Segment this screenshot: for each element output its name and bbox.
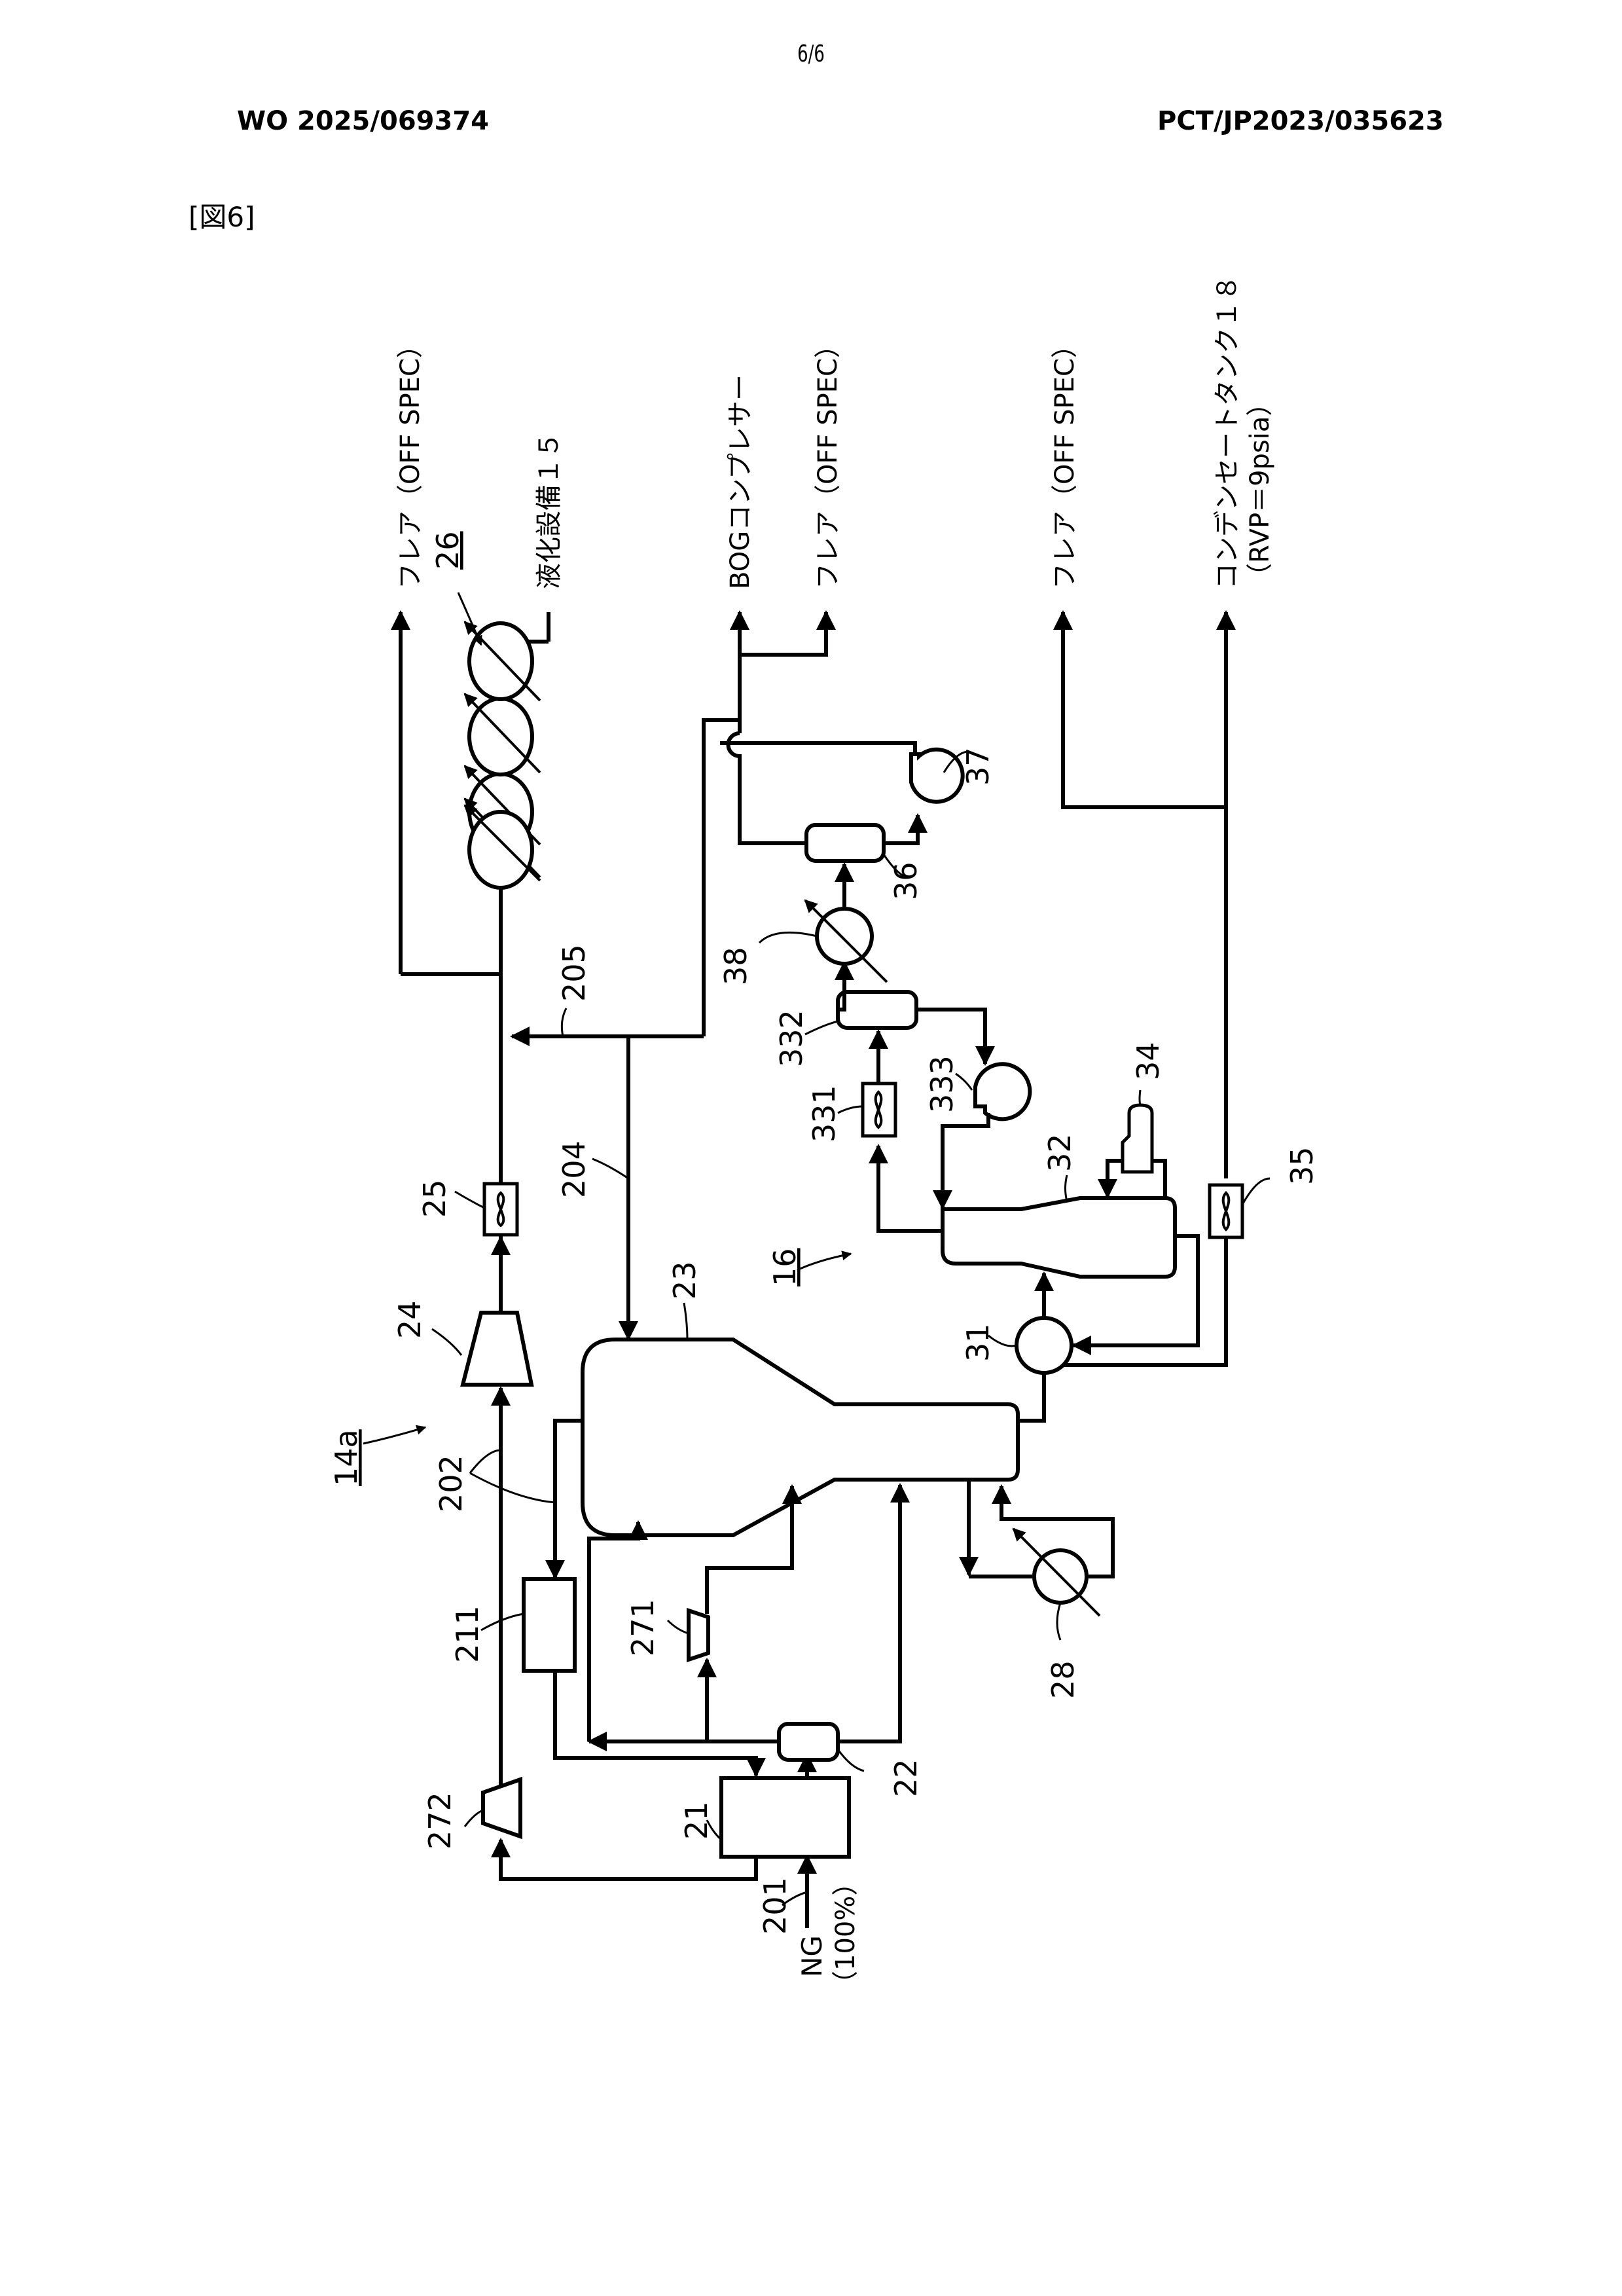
scrub-column-23: 23 (581, 1261, 1020, 1537)
stream-205-label: 205 (556, 944, 592, 1002)
exchanger-group-label: 26 (430, 531, 465, 570)
publication-number: WO 2025/069374 (237, 106, 489, 136)
flare-2-line (740, 610, 836, 657)
fan-331-icon (874, 1090, 883, 1129)
column-outline-icon (581, 1338, 1020, 1537)
reflux-drum-332-label: 332 (774, 1010, 809, 1067)
reflux-pump-333-label: 333 (924, 1055, 960, 1113)
application-number: PCT/JP2023/035623 (1157, 106, 1444, 136)
separator-22-icon (777, 1722, 840, 1762)
cooler-38-icon (815, 907, 874, 966)
outlet-lines (391, 610, 1236, 1178)
air-cooler-35-label: 35 (1284, 1146, 1320, 1185)
condensate-rvp-text: （RVP＝9psia） (1245, 390, 1275, 589)
flare-2-text: フレア（OFF SPEC） (813, 332, 843, 589)
cooler-38-label: 38 (718, 947, 753, 985)
reflux-pump-333-icon (973, 1062, 1032, 1121)
compressor-272-icon (481, 1776, 522, 1840)
pretreatment-unit-label: 21 (679, 1801, 714, 1840)
bog-compressor-text: BOGコンプレサー (725, 374, 755, 589)
figure-label: [図6] (189, 201, 255, 233)
air-cooler-25-label: 25 (417, 1179, 452, 1218)
stream-202-label: 202 (433, 1455, 469, 1512)
stabilizer-section: 31 32 35 34 331 332 (718, 731, 1320, 1423)
streams-204-205: 205 204 (499, 718, 742, 1341)
fan-icon (496, 1191, 505, 1228)
expander-271-icon (687, 1607, 710, 1663)
reboiler-28: 28 (959, 1480, 1115, 1699)
compressor-icon (460, 1311, 534, 1387)
expander-271-label: 271 (625, 1599, 660, 1656)
reboiler-34-icon (1121, 1103, 1154, 1174)
drum-36-icon (804, 823, 886, 863)
stabilizer-system-label: 16 (767, 1248, 802, 1286)
heat-exchanger-211-label: 211 (450, 1605, 485, 1663)
separator-22-label: 22 (888, 1758, 924, 1797)
exchanger-group-26: 26 (401, 531, 541, 976)
heat-exchanger-4-icon (467, 810, 534, 890)
fan-35-icon (1221, 1191, 1231, 1231)
condensate-tank-text: コンデンセートタンク１８ (1212, 275, 1242, 589)
feed-exchanger-31-label: 31 (960, 1323, 996, 1362)
air-cooler-331-label: 331 (806, 1085, 842, 1142)
compressor-272-label: 272 (422, 1792, 458, 1850)
flare-3-line (1053, 610, 1226, 809)
stabilizer-column-32-label: 32 (1042, 1133, 1077, 1172)
air-cooler-25: 25 (417, 1179, 519, 1313)
stream-204-label: 204 (556, 1140, 592, 1198)
pretreatment-system-label: 14a (329, 1429, 364, 1486)
stream-201-label: 201 (757, 1877, 793, 1935)
feed-fraction: （100%） (831, 1870, 861, 1997)
reboiler-28-label: 28 (1045, 1660, 1081, 1699)
heat-exchanger-211-icon (522, 1577, 577, 1673)
reflux-drum-332-icon (836, 990, 918, 1030)
pretreatment-section: 201 NG （100%） 21 272 22 271 211 (329, 1419, 924, 1997)
feed-name: NG (796, 1935, 828, 1977)
page-number: 6/6 (797, 41, 825, 67)
flare-3-text: フレア（OFF SPEC） (1050, 332, 1080, 589)
liquefaction-text: 液化設備１５ (534, 432, 564, 589)
feed-exchanger-31-icon (1015, 1316, 1073, 1375)
stabilizer-column-32-icon (941, 1196, 1177, 1279)
flare-1-text: フレア（OFF SPEC） (395, 332, 425, 589)
compressor-24-label: 24 (392, 1300, 427, 1339)
pretreatment-unit-icon (719, 1776, 851, 1859)
scrub-column-label: 23 (667, 1261, 702, 1300)
outlet-texts: フレア（OFF SPEC） 液化設備１５ BOGコンプレサー フレア（OFF S… (395, 275, 1275, 589)
compressor-37-label: 37 (960, 747, 996, 786)
reboiler-34-label: 34 (1130, 1042, 1166, 1080)
